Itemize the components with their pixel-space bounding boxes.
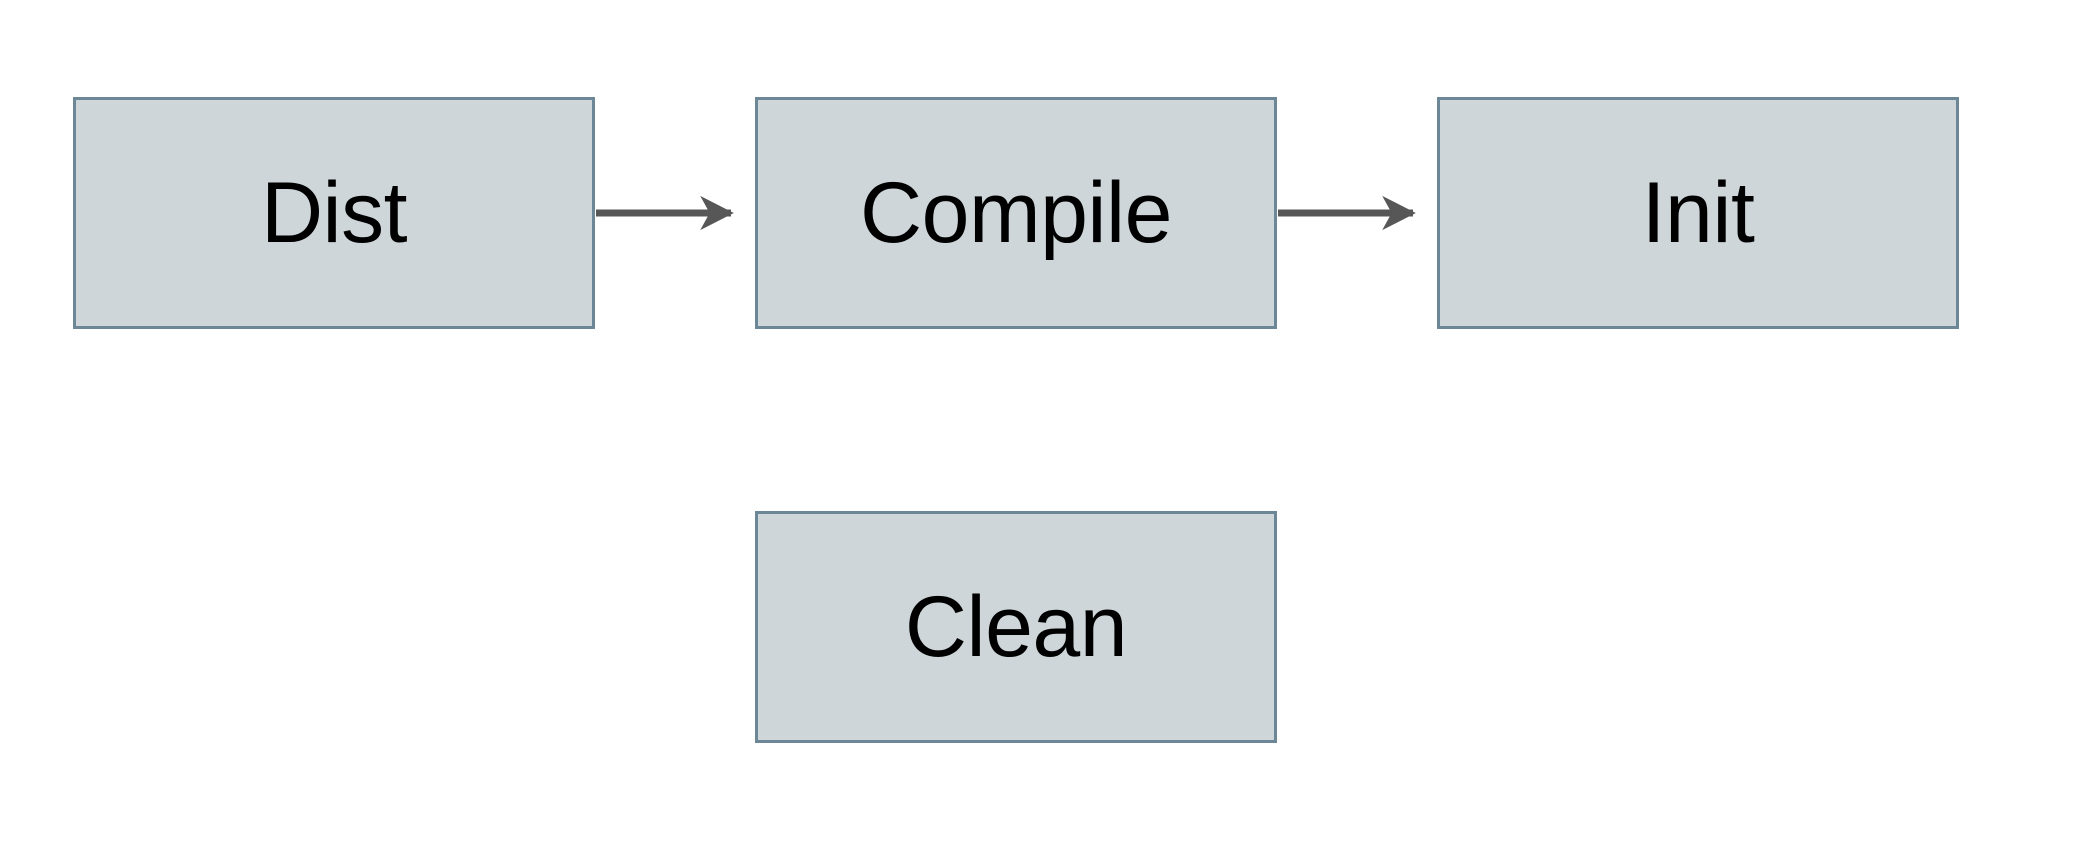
node-clean[interactable]: Clean [755, 511, 1277, 743]
node-init-label: Init [1641, 165, 1755, 261]
node-compile[interactable]: Compile [755, 97, 1277, 329]
node-clean-label: Clean [904, 579, 1128, 675]
node-compile-label: Compile [860, 165, 1172, 261]
node-dist-label: Dist [260, 165, 408, 261]
node-init[interactable]: Init [1437, 97, 1959, 329]
node-dist[interactable]: Dist [73, 97, 595, 329]
